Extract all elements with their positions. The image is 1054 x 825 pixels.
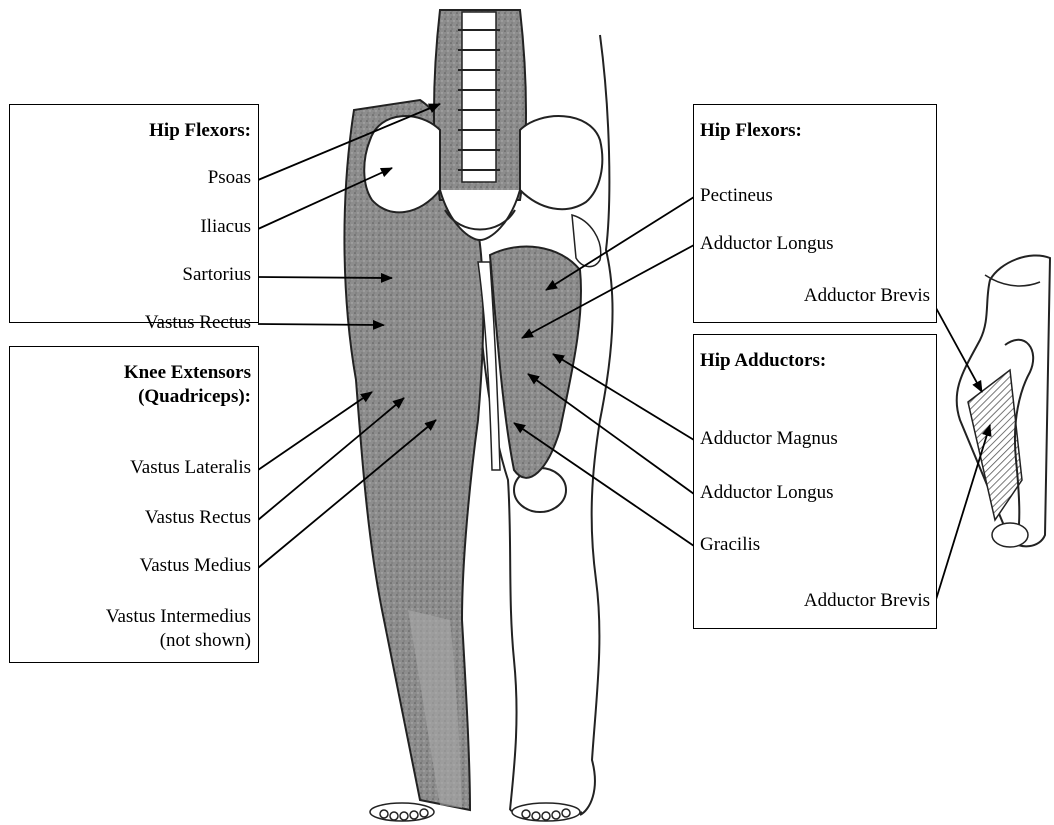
arrow-vastus-lateralis	[258, 392, 372, 470]
label-not-shown: (not shown)	[160, 630, 251, 652]
arrow-vastus-rectus-top	[258, 324, 384, 325]
label-adductor-longus-top: Adductor Longus	[700, 233, 834, 255]
label-vastus-lateralis: Vastus Lateralis	[130, 457, 251, 479]
arrow-adductor-brevis	[934, 425, 990, 606]
label-vastus-rectus-top: Vastus Rectus	[145, 312, 251, 334]
arrow-pectineus	[546, 197, 694, 290]
left-hip-flexors-title: Hip Flexors:	[149, 120, 251, 142]
arrow-sartorius	[258, 277, 392, 278]
label-adductor-brevis-top: Adductor Brevis	[804, 285, 930, 307]
right-hip-flexors-title: Hip Flexors:	[700, 120, 802, 142]
knee-extensors-subtitle: (Quadriceps):	[138, 386, 251, 408]
hip-inset-illustration	[957, 255, 1050, 547]
left-foot	[370, 803, 434, 821]
spine-column	[434, 10, 526, 200]
label-sartorius: Sartorius	[182, 264, 251, 286]
label-adductor-brevis: Adductor Brevis	[804, 590, 930, 612]
knee-extensors-title: Knee Extensors	[124, 362, 251, 384]
label-iliacus: Iliacus	[200, 216, 251, 238]
right-foot	[512, 803, 580, 821]
label-psoas: Psoas	[208, 167, 251, 189]
label-vastus-medius: Vastus Medius	[140, 555, 251, 577]
label-vastus-rectus: Vastus Rectus	[145, 507, 251, 529]
label-vastus-intermedius: Vastus Intermedius	[106, 606, 251, 628]
label-adductor-longus: Adductor Longus	[700, 482, 834, 504]
label-gracilis: Gracilis	[700, 534, 760, 556]
arrow-adductor-brevis-top	[930, 297, 982, 392]
label-pectineus: Pectineus	[700, 185, 773, 207]
arrow-adductor-magnus	[553, 354, 694, 440]
hip-adductors-title: Hip Adductors:	[700, 350, 826, 372]
label-adductor-magnus: Adductor Magnus	[700, 428, 838, 450]
